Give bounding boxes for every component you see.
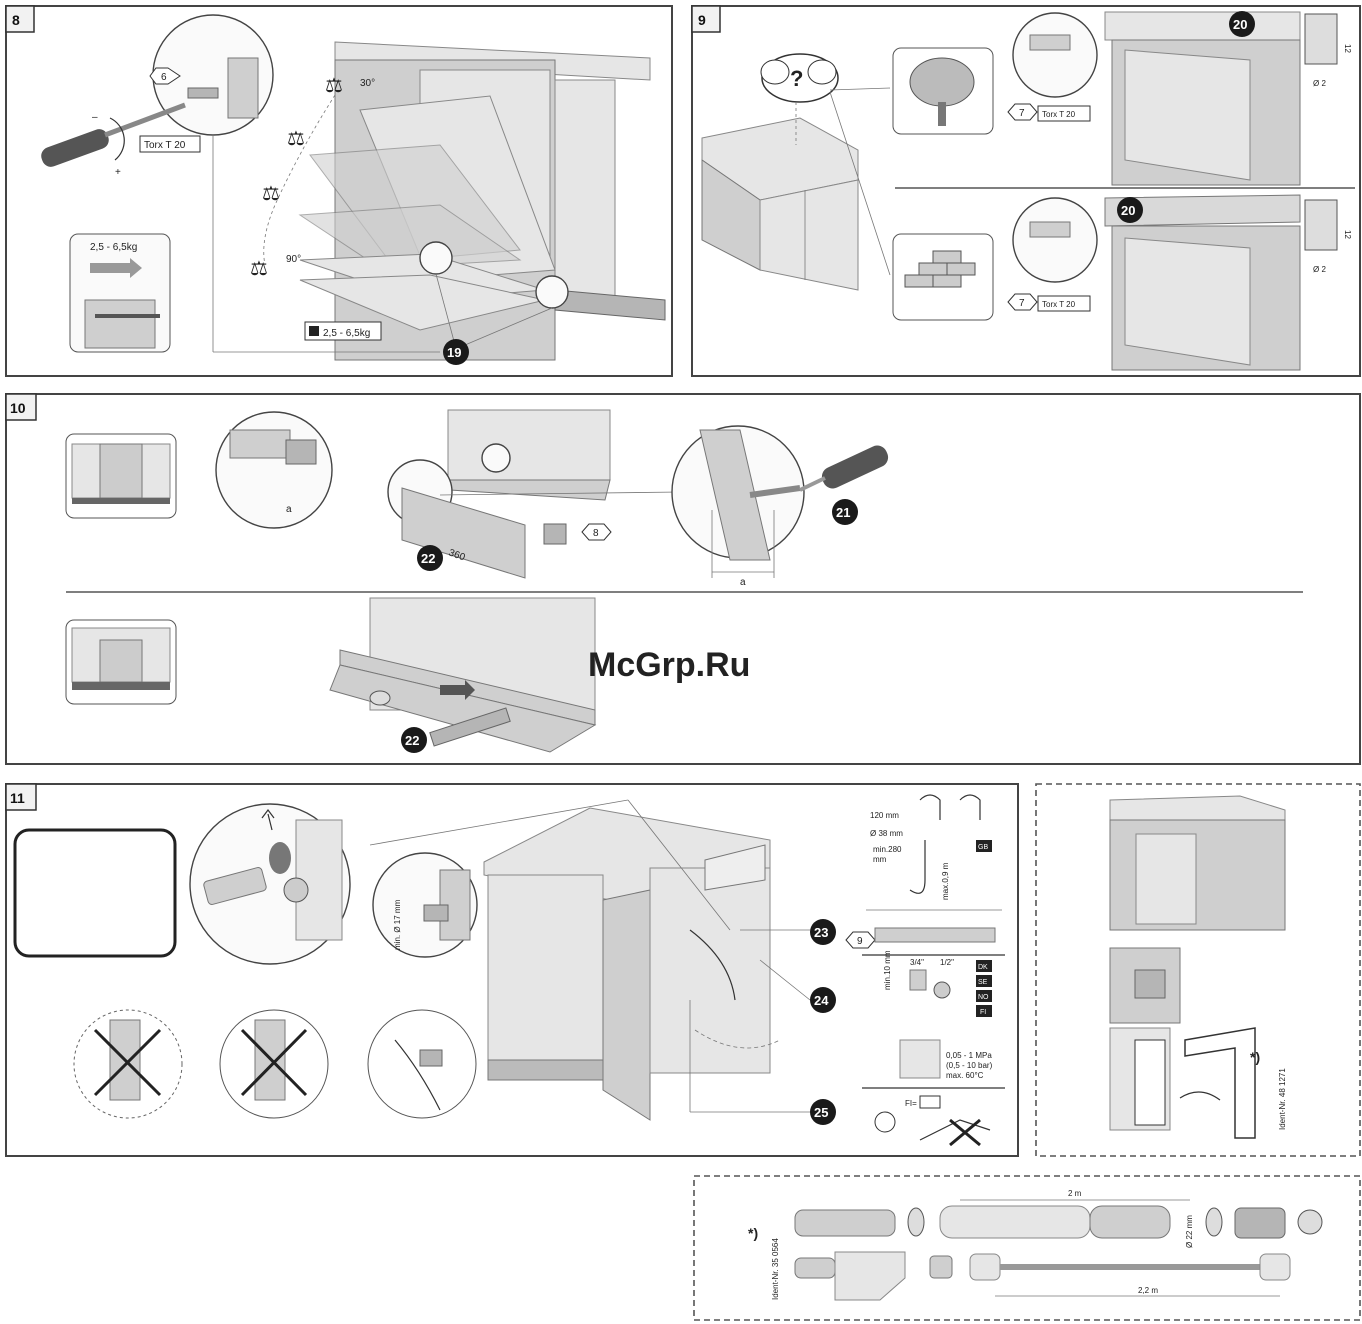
callout-22-bottom: 22 [405,733,419,748]
no-badge: NO [978,994,989,1001]
callout-20-top: 20 [1233,17,1247,32]
se-badge: SE [978,979,988,986]
callout-23: 23 [814,925,828,940]
correct-install-3 [367,1009,477,1119]
hex-9: 9 [857,936,863,947]
step-8-number: 8 [12,12,20,28]
step-10-panel: 10 a 360 22 8 a [5,393,1361,765]
dim-top: Ø 2 [1313,79,1326,88]
screwdriver-icon-2 [799,445,889,492]
len-bottom: 2,2 m [1138,1286,1158,1295]
min-280: min.280 [873,845,902,854]
dim-38: Ø 38 mm [870,829,903,838]
torx-bottom: Torx T 20 [1042,300,1076,309]
hose-dia-label: min. Ø 17 mm [393,899,402,950]
step-11-number: 11 [10,790,25,806]
thread-34: 3/4" [910,958,924,967]
mm-label: mm [873,855,887,864]
star-bottom: *) [748,1225,758,1241]
weight-tag-label: 2,5 - 6,5kg [323,328,370,339]
watermark-text: McGrp.Ru [588,646,750,684]
callout-20-bottom: 20 [1121,203,1135,218]
angle-90-label: 90° [286,254,301,265]
question-mark: ? [790,66,803,91]
dk-badge: DK [978,964,988,971]
wrong-install-1 [73,1009,183,1119]
plus-label: + [115,167,121,178]
ident-bottom: Ident-Nr. 35 0564 [771,1238,780,1300]
svg-text:⚖: ⚖ [250,258,268,280]
accessory-bottom-panel: *) Ident-Nr. 35 0564 2 m Ø 22 mm 2,2 m [693,1175,1361,1321]
dim-120: 120 mm [870,811,899,820]
star-right: *) [1250,1049,1260,1065]
wrong-install-2 [219,1009,329,1119]
max-09: max.0,9 m [941,862,950,900]
callout-22-top: 22 [421,551,435,566]
pressure-2: (0,5 - 10 bar) [946,1061,993,1070]
blank-note-box [13,828,177,958]
hex-8: 8 [593,528,599,539]
accessory-right-panel: *) Ident-Nr. 48 1271 [1035,783,1361,1157]
step-11-panel: 11 min. Ø 17 mm [5,783,1019,1157]
angle-30-label: 30° [360,78,375,89]
dim-a-left: a [286,504,292,515]
tree-icon [909,57,975,126]
brick-icon [904,250,976,288]
callout-19: 19 [447,345,461,360]
weight-range-label: 2,5 - 6,5kg [90,242,137,253]
step-8-panel: 8 ⚖ ⚖ ⚖ ⚖ 30° 90° 2,5 - 6,5kg [5,5,673,377]
hex-7-top: 7 [1019,108,1025,119]
hex-7-bottom: 7 [1019,298,1025,309]
min-10: min.10 mm [883,950,892,990]
svg-text:⚖: ⚖ [262,183,280,205]
hex-6-label: 6 [161,72,167,83]
screwdriver-icon [41,102,186,167]
question-cloud-icon [760,53,839,103]
gb-badge: GB [978,844,988,851]
len-top: 2 m [1068,1189,1082,1198]
pressure-1: 0,05 - 1 MPa [946,1051,992,1060]
step-10-number: 10 [10,400,26,416]
fi-badge: FI [980,1009,986,1016]
dia-label: Ø 22 mm [1185,1215,1194,1248]
minus-label: – [92,112,98,123]
step-9-panel: 9 ? [691,5,1361,377]
thread-12: 1/2" [940,958,954,967]
dim-a-right: a [740,577,746,588]
dim-bottom: Ø 2 [1313,265,1326,274]
svg-text:⚖: ⚖ [325,75,343,97]
torx-top: Torx T 20 [1042,110,1076,119]
callout-24: 24 [814,993,829,1008]
balance-scale-icons: ⚖ ⚖ ⚖ ⚖ [250,75,343,280]
ident-right: Ident-Nr. 48 1271 [1278,1068,1287,1130]
svg-text:⚖: ⚖ [287,128,305,150]
fi-label: FI= [905,1099,917,1108]
side-bottom: 12 [1343,230,1352,239]
pressure-3: max. 60°C [946,1071,984,1080]
step-9-number: 9 [698,12,706,28]
torx-label: Torx T 20 [144,140,186,151]
callout-21: 21 [836,505,850,520]
callout-25: 25 [814,1105,828,1120]
side-top: 12 [1343,44,1352,53]
